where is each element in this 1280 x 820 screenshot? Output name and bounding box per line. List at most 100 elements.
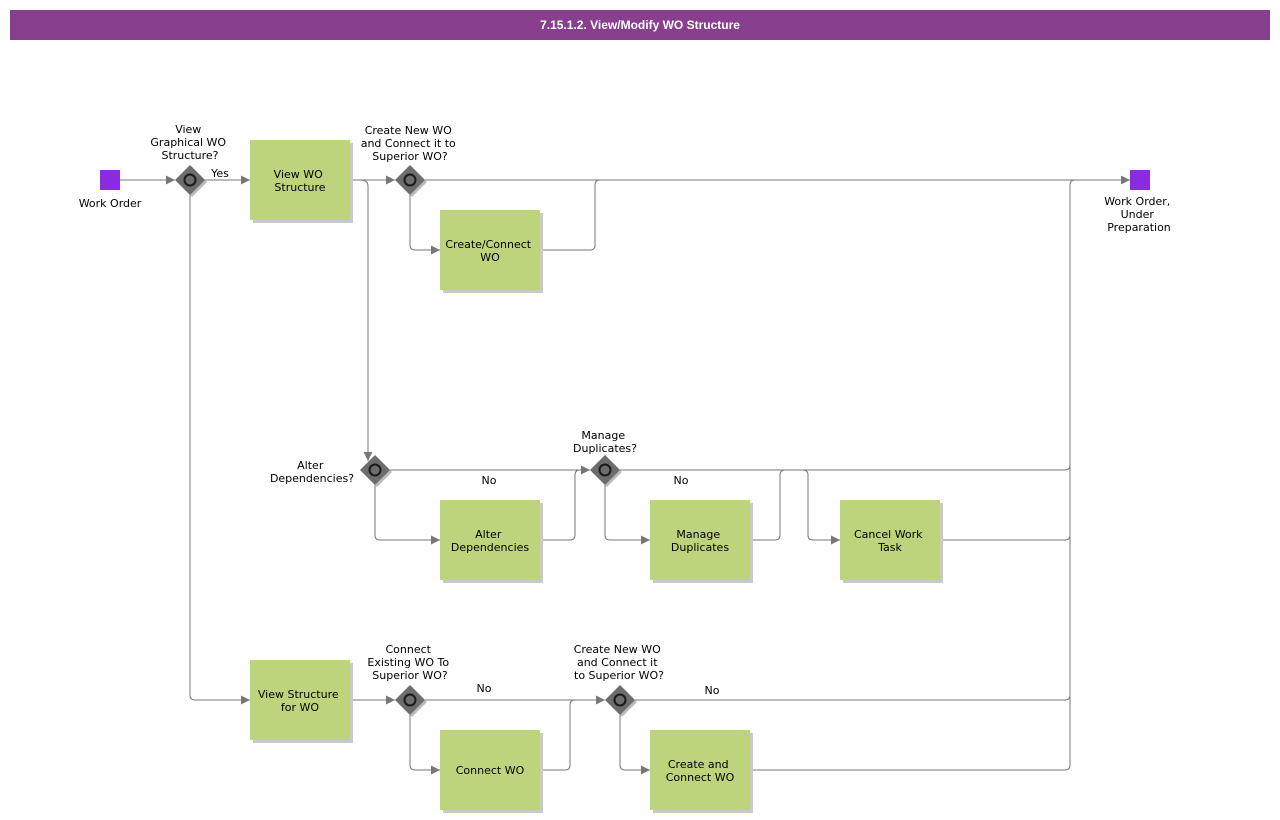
task-label-line: Connect WO bbox=[666, 771, 735, 784]
svg-text:No: No bbox=[674, 474, 689, 487]
gateway-label-line: Existing WO To bbox=[367, 656, 449, 669]
flow-manage-merge bbox=[750, 469, 786, 541]
task-box bbox=[650, 730, 750, 810]
gateway-create-new-top bbox=[395, 165, 427, 197]
end-event-label-line-1: Work Order, bbox=[1104, 195, 1170, 208]
gateway-label-line: Alter bbox=[297, 459, 324, 472]
task-label-line: Duplicates bbox=[671, 541, 729, 554]
task-create-connect-wo: Create/Connect WO bbox=[440, 210, 543, 293]
task-box bbox=[440, 500, 540, 580]
flow-alter-task-merge bbox=[540, 469, 581, 541]
end-event-marker bbox=[1130, 170, 1150, 190]
task-label-connect-wo: Connect WO bbox=[456, 764, 525, 777]
end-event-label-line-3: Preparation bbox=[1107, 221, 1171, 234]
end-event: Work Order, Under Preparation bbox=[1104, 170, 1174, 234]
flow-create-connect-bottom-merge bbox=[750, 764, 1071, 771]
gateway-circle-icon bbox=[183, 173, 197, 187]
gateway-label-line: Create New WO bbox=[574, 643, 661, 656]
task-label-line: View Structure bbox=[258, 688, 339, 701]
gateway-label-line: Connect bbox=[386, 643, 432, 656]
flow-label-no-create: No bbox=[705, 684, 720, 697]
task-connect-wo: Connect WO bbox=[440, 730, 543, 813]
task-label-create-and-connect-wo: Create and Connect WO bbox=[666, 758, 735, 784]
task-label-line: Manage bbox=[676, 528, 720, 541]
gateway-label-line: to Superior WO? bbox=[574, 669, 664, 682]
task-label-view-wo-structure: View WO Structure bbox=[274, 168, 327, 194]
task-label-line: Structure bbox=[274, 181, 325, 194]
gateway-diamond bbox=[605, 685, 635, 715]
gateway-label-create-new-bottom: Create New WO and Connect it to Superior… bbox=[574, 643, 665, 682]
start-event-marker bbox=[100, 170, 120, 190]
gateway-label-line: Create New WO bbox=[365, 124, 452, 137]
task-label-line: WO bbox=[480, 251, 500, 264]
gateway-diamond bbox=[175, 165, 205, 195]
task-label-line: for WO bbox=[281, 701, 319, 714]
task-box bbox=[840, 500, 940, 580]
task-label-line: Cancel Work bbox=[854, 528, 923, 541]
gateway-connect-existing bbox=[395, 685, 427, 717]
flow-label-no-duplicates: No bbox=[674, 474, 689, 487]
svg-text:Connect WO: Connect WO bbox=[456, 764, 525, 777]
gateway-label-line: and Connect it bbox=[577, 656, 658, 669]
flow-gw-create-no-right bbox=[635, 694, 1071, 701]
gateway-circle-icon bbox=[403, 693, 417, 707]
task-label-line: Create and bbox=[668, 758, 729, 771]
gateway-labels: View Graphical WO Structure? Create New … bbox=[150, 123, 664, 682]
task-label-line: Alter bbox=[475, 528, 502, 541]
task-label-create-connect-wo: Create/Connect WO bbox=[445, 238, 534, 264]
flow-gw-connect-to-connect-wo bbox=[409, 715, 440, 775]
task-box bbox=[440, 210, 540, 290]
svg-text:No: No bbox=[705, 684, 720, 697]
gateway-label-line: Graphical WO bbox=[150, 136, 226, 149]
svg-text:No: No bbox=[482, 474, 497, 487]
diagram-title: 7.15.1.2. View/Modify WO Structure bbox=[10, 10, 1270, 40]
gateway-diamond bbox=[395, 165, 425, 195]
task-box bbox=[440, 730, 540, 810]
gateway-label-line: Dependencies? bbox=[270, 472, 354, 485]
start-event-label: Work Order bbox=[79, 197, 142, 210]
task-label-line: View WO bbox=[274, 168, 323, 181]
flow-gw-alter-to-alter-task bbox=[374, 485, 440, 545]
gateway-diamond bbox=[395, 685, 425, 715]
task-box bbox=[250, 660, 350, 740]
flow-gw-dup-no-right bbox=[620, 464, 1071, 471]
task-label-line: Task bbox=[877, 541, 902, 554]
svg-text:No: No bbox=[477, 682, 492, 695]
sequence-flows bbox=[120, 175, 1130, 775]
flow-label-no-connect: No bbox=[477, 682, 492, 695]
gateway-circle-icon bbox=[598, 463, 612, 477]
svg-text:Work Order: Work Order bbox=[79, 197, 142, 210]
gateway-alter-dependencies bbox=[360, 455, 392, 487]
gateway-label-line: View bbox=[175, 123, 201, 136]
task-label-line: Create/Connect bbox=[445, 238, 531, 251]
gateway-label-create-new-top: Create New WO and Connect it to Superior… bbox=[361, 124, 460, 163]
gateway-view-graphical bbox=[175, 165, 207, 197]
flow-create-connect-merge bbox=[540, 179, 601, 251]
gateway-label-line: Manage bbox=[581, 429, 625, 442]
gateway-circle-icon bbox=[368, 463, 382, 477]
flow-gw-dup-to-manage bbox=[604, 485, 650, 545]
gateway-label-line: and Connect it to bbox=[361, 137, 456, 150]
gateway-label-line: Duplicates? bbox=[573, 442, 637, 455]
task-label-cancel-work-task: Cancel Work Task bbox=[854, 528, 926, 554]
gateway-diamond bbox=[590, 455, 620, 485]
gateway-manage-duplicates bbox=[590, 455, 622, 487]
gateway-create-new-bottom bbox=[605, 685, 637, 717]
task-create-and-connect-wo: Create and Connect WO bbox=[650, 730, 753, 813]
task-label-manage-duplicates: Manage Duplicates bbox=[671, 528, 729, 554]
gateway-circle-icon bbox=[403, 173, 417, 187]
task-box bbox=[250, 140, 350, 220]
flow-gw1-to-view-structure bbox=[189, 195, 250, 705]
gateway-label-alter-dependencies: Alter Dependencies? bbox=[270, 459, 354, 485]
flow-cancel-to-merge bbox=[940, 534, 1071, 541]
end-event-label: Work Order, Under Preparation bbox=[1104, 195, 1174, 234]
task-alter-dependencies: Alter Dependencies bbox=[440, 500, 543, 583]
svg-text:Yes: Yes bbox=[210, 167, 229, 180]
flow-label-no-alter: No bbox=[482, 474, 497, 487]
gateway-diamond bbox=[360, 455, 390, 485]
gateway-label-line: Superior WO? bbox=[372, 669, 448, 682]
flow-view-wo-to-gw-alter bbox=[359, 179, 373, 461]
task-cancel-work-task: Cancel Work Task bbox=[840, 500, 943, 583]
flow-connect-wo-merge bbox=[540, 699, 576, 771]
flow-to-cancel-task bbox=[802, 469, 840, 545]
